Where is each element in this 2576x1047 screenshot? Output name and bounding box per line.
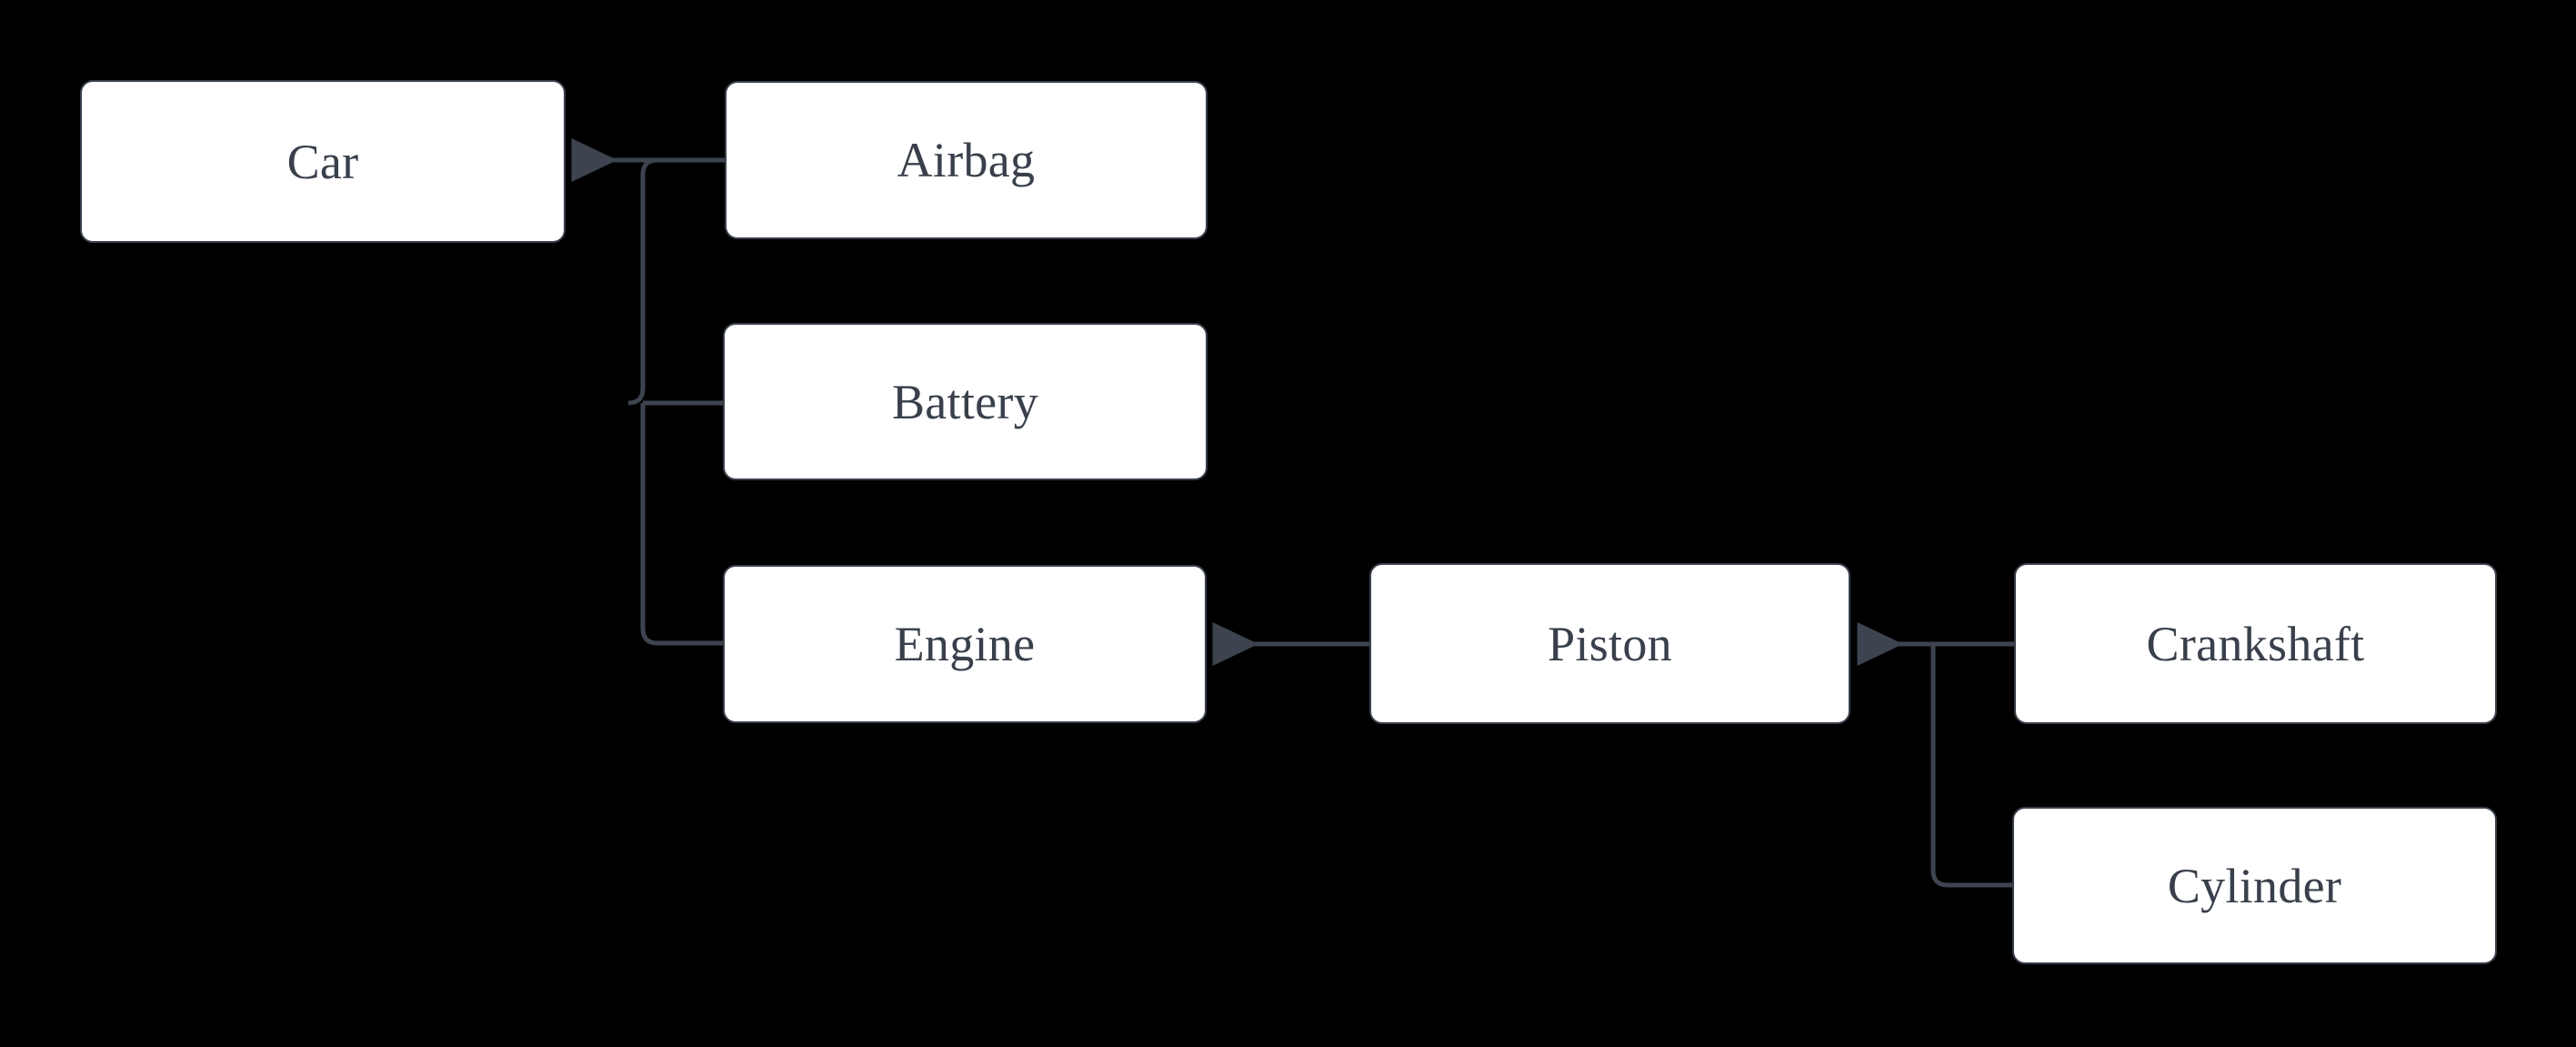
node-label-crankshaft: Crankshaft — [2146, 616, 2365, 671]
node-airbag[interactable]: Airbag — [725, 81, 1208, 239]
node-label-piston: Piston — [1548, 616, 1672, 671]
edge-engine-car — [640, 403, 723, 646]
node-label-engine: Engine — [894, 617, 1036, 671]
node-battery[interactable]: Battery — [723, 323, 1208, 480]
node-label-airbag: Airbag — [897, 133, 1036, 187]
edge-cylinder-piston — [1930, 644, 2012, 888]
node-label-cylinder: Cylinder — [2167, 858, 2342, 913]
node-cylinder[interactable]: Cylinder — [2012, 807, 2497, 964]
node-crankshaft[interactable]: Crankshaft — [2014, 563, 2497, 724]
node-car[interactable]: Car — [80, 80, 566, 243]
node-label-battery: Battery — [891, 374, 1039, 429]
edge-airbag-car — [627, 157, 725, 406]
node-label-car: Car — [286, 134, 359, 189]
node-piston[interactable]: Piston — [1369, 563, 1850, 724]
node-engine[interactable]: Engine — [723, 565, 1207, 723]
